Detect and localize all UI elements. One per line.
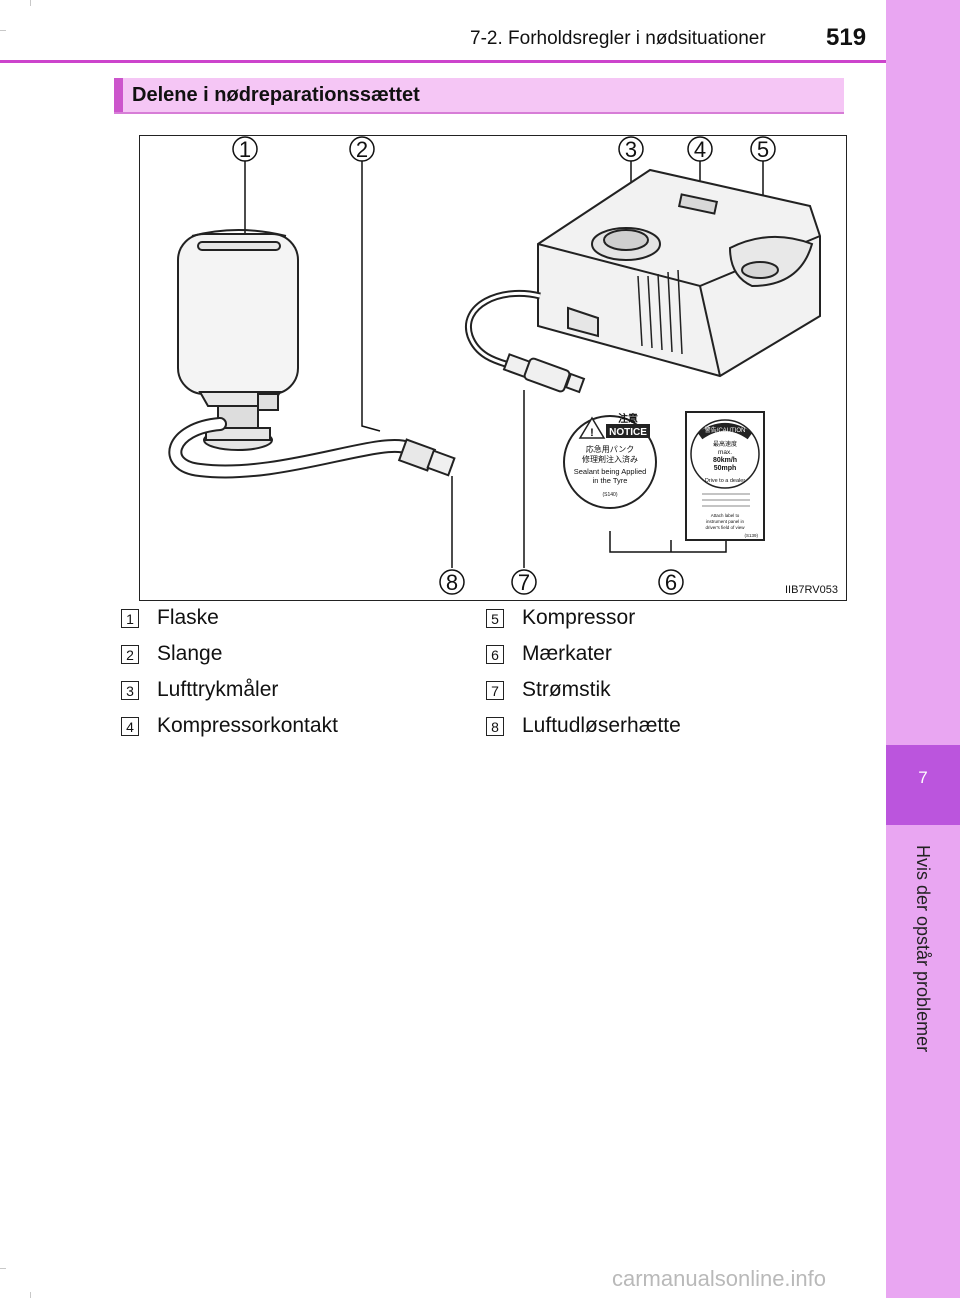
legend-label: Kompressor [522,606,636,629]
legend-number: 1 [121,608,139,628]
svg-text:3: 3 [625,137,637,162]
svg-text:注意: 注意 [618,412,638,425]
crop-mark [0,1268,6,1269]
legend-item-3: 3 Lufttrykmåler [121,677,278,703]
section-heading-bar [114,78,123,112]
callout-4: 4 [687,136,713,162]
svg-text:警告/CAUTION: 警告/CAUTION [705,426,746,434]
svg-text:max.: max. [718,449,732,456]
legend-number: 3 [121,680,139,700]
legend-number: 6 [486,644,504,664]
legend-item-7: 7 Strømstik [486,677,611,703]
callout-8: 8 [439,569,465,595]
svg-text:instrument panel in: instrument panel in [706,519,745,524]
caution-label-drawing: 警告/CAUTION 最高速度 max. 80km/h 50mph Drive … [685,411,765,541]
svg-text:4: 4 [694,137,706,162]
legend-number: 8 [486,716,504,736]
svg-text:応急用パンク: 応急用パンク [586,444,634,454]
compressor-drawing [537,168,821,378]
repair-kit-illustration: ! 注意 NOTICE 応急用パンク 修理剤注入済み Sealant being… [139,135,847,601]
svg-text:5: 5 [757,137,769,162]
legend-label: Slange [157,642,223,665]
callout-3: 3 [618,136,644,162]
svg-text:1: 1 [239,137,251,162]
leader-line-6b [609,531,727,553]
svg-text:(S139): (S139) [744,533,758,538]
svg-text:!: ! [590,427,594,439]
running-header-title: 7-2. Forholdsregler i nødsituationer [470,28,766,49]
notice-label-drawing: ! 注意 NOTICE 応急用パンク 修理剤注入済み Sealant being… [563,412,657,509]
svg-text:Attach label to: Attach label to [711,513,740,518]
legend-item-8: 8 Luftudløserhætte [486,713,681,739]
page-number: 519 [826,24,867,51]
legend-item-6: 6 Mærkater [486,641,612,667]
legend-number: 5 [486,608,504,628]
section-heading: Delene i nødreparationssættet [132,84,420,106]
svg-text:最高速度: 最高速度 [713,440,737,448]
legend-number: 4 [121,716,139,736]
legend-number: 2 [121,644,139,664]
hose-drawing [168,417,456,479]
chapter-number: 7 [918,768,928,787]
callout-7: 7 [511,569,537,595]
watermark: carmanualsonline.info [612,1266,827,1291]
svg-text:6: 6 [665,570,677,595]
chapter-side-tab [886,0,960,1298]
svg-text:Sealant being Applied: Sealant being Applied [574,467,647,476]
legend-label: Kompressorkontakt [157,714,338,737]
svg-text:80km/h: 80km/h [713,457,737,464]
svg-text:2: 2 [356,137,368,162]
legend-item-2: 2 Slange [121,641,222,667]
svg-text:Drive to a dealer: Drive to a dealer [705,478,746,484]
callout-1: 1 [232,136,258,162]
legend-item-5: 5 Kompressor [486,605,635,631]
callout-6: 6 [658,569,684,595]
callout-5: 5 [750,136,776,162]
crop-mark [30,1292,31,1298]
leader-line-2 [361,160,381,432]
svg-text:NOTICE: NOTICE [609,427,647,438]
section-heading-box: Delene i nødreparationssættet [114,78,844,114]
svg-text:in the Tyre: in the Tyre [593,476,628,485]
legend-label: Strømstik [522,678,611,701]
legend-item-4: 4 Kompressorkontakt [121,713,338,739]
svg-text:50mph: 50mph [714,465,737,472]
legend-number: 7 [486,680,504,700]
callout-2: 2 [349,136,375,162]
svg-text:修理剤注入済み: 修理剤注入済み [582,454,638,464]
sealant-bottle-drawing [177,229,299,451]
legend-label: Luftudløserhætte [522,714,681,737]
legend-label: Flaske [157,606,219,629]
header-rule [0,60,886,63]
legend-item-1: 1 Flaske [121,605,219,631]
svg-text:(S140): (S140) [602,492,617,498]
crop-mark [0,30,6,31]
legend-label: Lufttrykmåler [157,678,279,701]
svg-text:driver's field of view: driver's field of view [705,525,745,530]
svg-text:8: 8 [446,570,458,595]
legend-label: Mærkater [522,642,612,665]
svg-text:7: 7 [518,570,530,595]
crop-mark [30,0,31,6]
figure-code: IIB7RV053 [784,584,838,596]
chapter-title: Hvis der opstår problemer [913,845,933,1053]
power-cord-drawing [464,289,586,394]
chapter-number-box [886,745,960,825]
